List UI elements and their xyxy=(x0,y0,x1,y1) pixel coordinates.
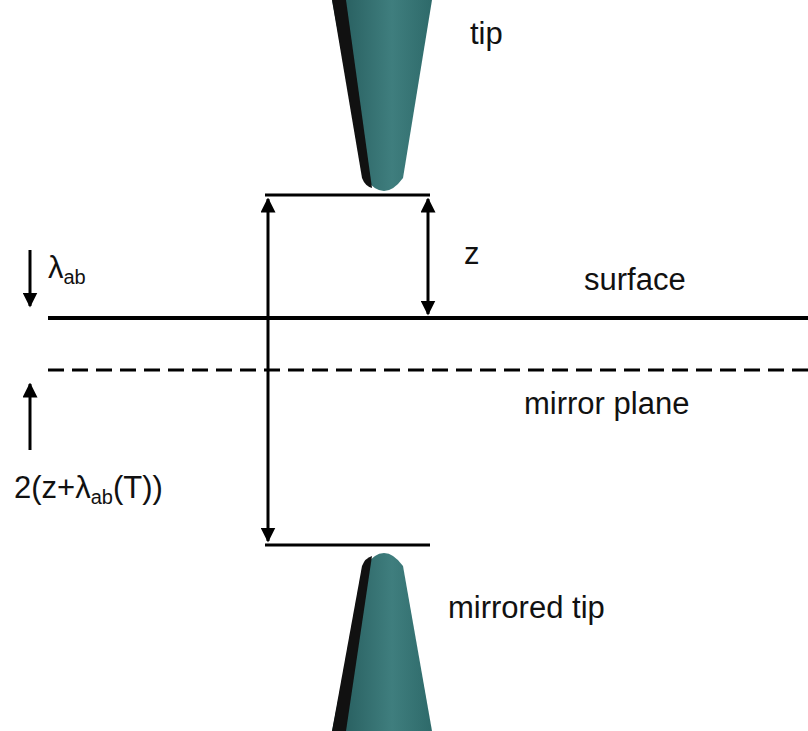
tip-level-line xyxy=(265,194,430,197)
subscript-text: ab xyxy=(91,486,113,508)
mirror-plane-label: mirror plane xyxy=(524,386,689,422)
label-text: (T)) xyxy=(113,470,163,505)
surface-line xyxy=(48,316,808,320)
lambda-arrow xyxy=(29,250,32,306)
label-text: surface xyxy=(584,262,686,297)
label-text: 2(z+λ xyxy=(14,470,91,505)
distance-arrow xyxy=(267,199,270,541)
z-arrow xyxy=(427,199,430,314)
mirrored-tip-label: mirrored tip xyxy=(448,590,618,626)
surface-label: surface xyxy=(584,262,686,298)
mirrored-tip-figure xyxy=(332,553,432,731)
mirror-tip-level-line xyxy=(265,544,430,547)
mirror-plane-line xyxy=(48,369,808,372)
subscript-text: ab xyxy=(64,266,86,288)
label-text: tip xyxy=(470,16,503,51)
distance-formula-label: 2(z+λab(T)) xyxy=(12,470,165,509)
lambda-label: λab xyxy=(48,250,86,289)
tip-label: tip xyxy=(470,16,503,52)
z-label: z xyxy=(464,236,480,272)
label-text: λ xyxy=(48,250,64,285)
mirror-offset-arrow xyxy=(29,384,32,450)
label-text: mirror plane xyxy=(524,386,689,421)
tip-figure xyxy=(332,0,432,191)
label-text: z xyxy=(464,236,480,271)
label-text: mirrored tip xyxy=(448,590,605,625)
